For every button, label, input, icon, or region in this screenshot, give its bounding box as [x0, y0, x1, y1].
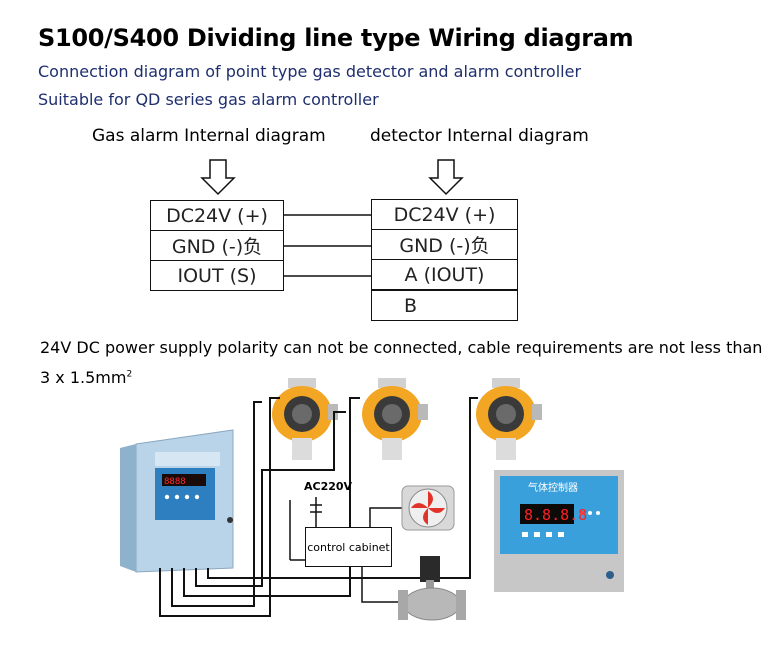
svg-text:8.8.8.8: 8.8.8.8: [524, 506, 587, 524]
controller-terminal-iout: IOUT (S): [150, 260, 284, 291]
controller-terminal-gnd: GND (-)负: [150, 230, 284, 261]
cable-requirement-note: 3 x 1.5mm2: [40, 368, 133, 387]
ac-power-line: [289, 497, 322, 561]
svg-text:气体控制器: 气体控制器: [528, 481, 578, 494]
wall-controller-image: 8888: [120, 429, 234, 573]
exhaust-fan-image: [401, 485, 455, 531]
subtitle-connection: Connection diagram of point type gas det…: [38, 62, 582, 81]
detector-terminal-a: A (IOUT): [371, 259, 518, 290]
detector-terminal-b: B: [371, 290, 518, 321]
gas-detector-image: [272, 378, 338, 460]
down-arrow-icon: [200, 159, 236, 196]
svg-text:8888: 8888: [164, 477, 186, 487]
gas-detector-image: [476, 378, 542, 460]
controller-panel-image: 8.8.8.8 气体控制器: [494, 470, 624, 592]
detector-diagram-header: detector Internal diagram: [370, 126, 589, 146]
ac220v-label: AC220V: [304, 480, 353, 493]
controller-diagram-header: Gas alarm Internal diagram: [92, 126, 326, 146]
solenoid-valve-image: [398, 556, 466, 621]
gas-detector-image: [362, 378, 428, 460]
down-arrow-icon: [428, 159, 464, 196]
actuator-cable: [361, 507, 402, 603]
polarity-note: 24V DC power supply polarity can not be …: [40, 338, 762, 357]
control-cabinet: control cabinet: [305, 527, 392, 567]
page-title: S100/S400 Dividing line type Wiring diag…: [38, 24, 634, 52]
detector-cable: [159, 397, 478, 617]
detector-terminal-dc24v: DC24V (+): [371, 199, 518, 230]
subtitle-suitable: Suitable for QD series gas alarm control…: [38, 90, 379, 109]
